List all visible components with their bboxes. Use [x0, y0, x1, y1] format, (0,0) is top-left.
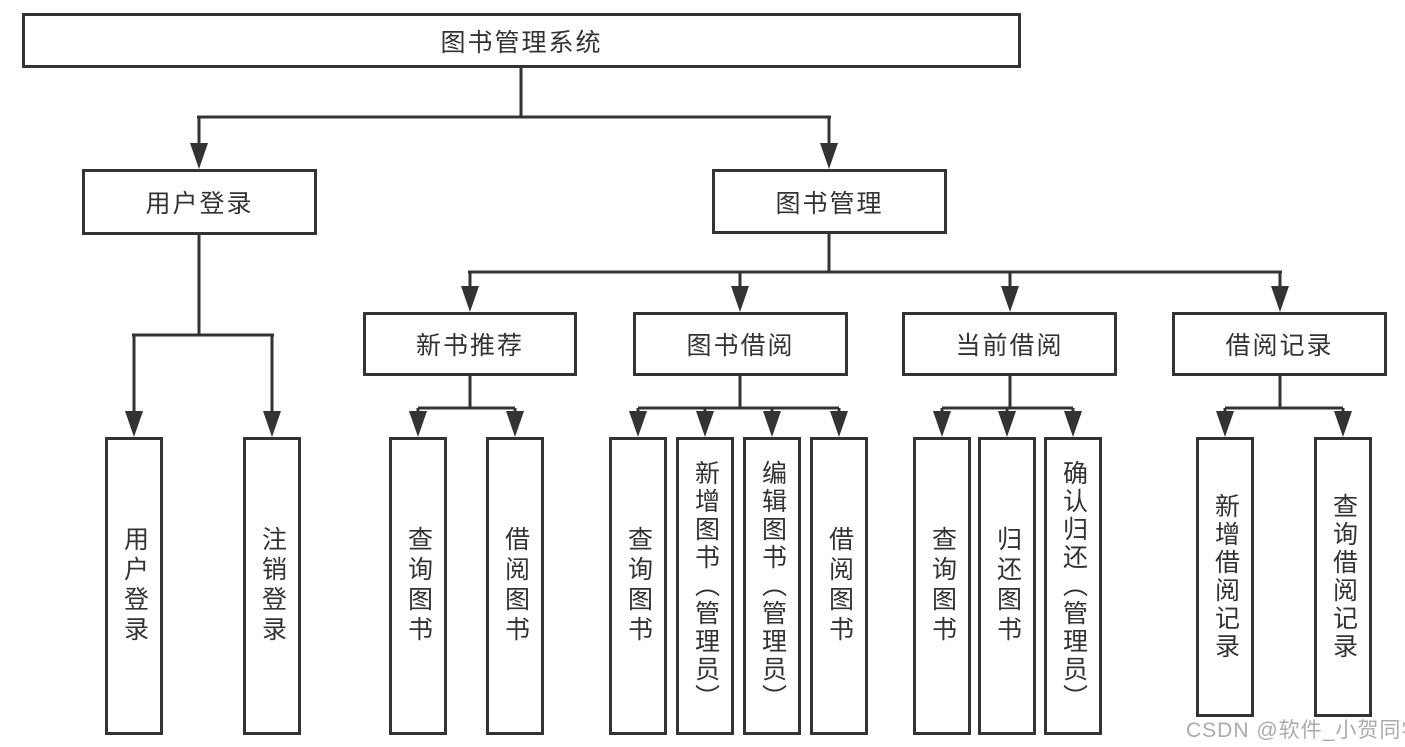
leaf-user-login-label: 用户登录 [120, 526, 149, 646]
node-current-borrowing: 当前借阅 [902, 312, 1117, 376]
leaf-br-query-record: 查询借阅记录 [1314, 437, 1372, 717]
leaf-cb-confirm-return-admin: 确认归还（管理员） [1044, 437, 1102, 735]
node-borrow-records-label: 借阅记录 [1225, 332, 1334, 360]
node-user-login-label: 用户登录 [145, 190, 254, 218]
leaf-cb-query-book-label: 查询图书 [928, 526, 957, 646]
leaf-bb-query-book: 查询图书 [609, 437, 667, 735]
node-current-borrowing-label: 当前借阅 [955, 332, 1064, 360]
leaf-nb-borrow-book-label: 借阅图书 [501, 526, 530, 646]
node-borrow-records: 借阅记录 [1172, 312, 1387, 376]
leaf-cb-query-book: 查询图书 [913, 437, 971, 735]
leaf-cb-return-book: 归还图书 [978, 437, 1036, 735]
node-book-borrowing: 图书借阅 [633, 312, 848, 376]
leaf-bb-edit-book-admin: 编辑图书（管理员） [743, 437, 801, 735]
leaf-br-add-record: 新增借阅记录 [1196, 437, 1254, 717]
leaf-user-login: 用户登录 [105, 437, 163, 735]
arrowheads [125, 143, 1352, 437]
node-new-book-recommend: 新书推荐 [363, 312, 577, 376]
node-book-management-label: 图书管理 [775, 189, 884, 218]
leaf-bb-edit-book-admin-label: 编辑图书（管理员） [758, 460, 787, 712]
leaf-nb-query-book-label: 查询图书 [404, 526, 433, 646]
node-root-system: 图书管理系统 [22, 13, 1021, 68]
leaf-logout: 注销登录 [243, 437, 301, 735]
leaf-cb-return-book-label: 归还图书 [993, 526, 1022, 646]
node-new-book-recommend-label: 新书推荐 [415, 332, 524, 360]
leaf-logout-label: 注销登录 [258, 526, 287, 646]
leaf-br-query-record-label: 查询借阅记录 [1329, 493, 1358, 661]
node-book-management: 图书管理 [712, 169, 947, 234]
node-book-borrowing-label: 图书借阅 [686, 332, 795, 360]
leaf-nb-borrow-book: 借阅图书 [486, 437, 544, 735]
leaf-bb-add-book-admin-label: 新增图书（管理员） [691, 460, 720, 712]
node-root-label: 图书管理系统 [440, 28, 603, 57]
leaf-br-add-record-label: 新增借阅记录 [1211, 493, 1240, 661]
node-user-login: 用户登录 [82, 169, 317, 235]
watermark-text: CSDN @软件_小贺同学 [1186, 719, 1405, 742]
leaf-bb-add-book-admin: 新增图书（管理员） [676, 437, 734, 735]
leaf-bb-query-book-label: 查询图书 [624, 526, 653, 646]
leaf-bb-borrow-book: 借阅图书 [810, 437, 868, 735]
leaf-nb-query-book: 查询图书 [389, 437, 447, 735]
leaf-bb-borrow-book-label: 借阅图书 [825, 526, 854, 646]
leaf-cb-confirm-return-admin-label: 确认归还（管理员） [1059, 460, 1088, 712]
